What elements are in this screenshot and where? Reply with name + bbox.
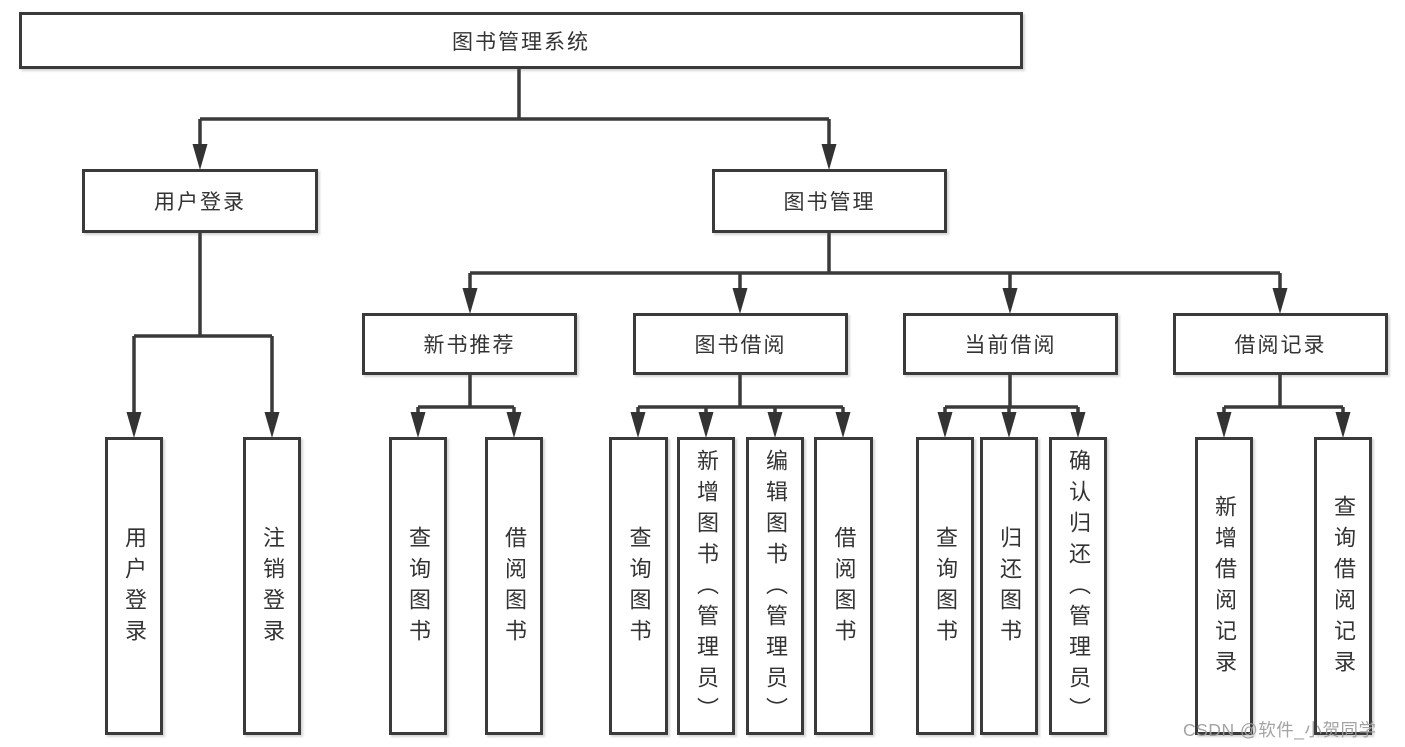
node-book-management: 图书管理 [712,169,947,233]
leaf-query-books-current: 查询图书 [916,437,974,735]
leaf-return-books: 归还图书 [980,437,1038,735]
leaf-query-borrow-record: 查询借阅记录 [1314,437,1372,735]
leaf-label: 查询图书 [406,526,431,650]
node-label: 借阅记录 [1234,334,1327,357]
node-new-book-recommend: 新书推荐 [362,313,577,375]
leaf-label: 新增借阅记录 [1212,495,1237,681]
node-label: 图书管理 [783,191,876,214]
leaf-borrow-books-recommend: 借阅图书 [485,437,543,735]
leaf-label: 注销登录 [260,526,285,650]
node-book-borrowing: 图书借阅 [633,313,848,375]
leaf-label: 查询借阅记录 [1331,495,1356,681]
node-label: 新书推荐 [423,334,516,357]
node-label: 图书借阅 [694,334,787,357]
root-node-library-system: 图书管理系统 [19,12,1023,69]
csdn-watermark: CSDN @软件_小贺同学 [1183,720,1377,740]
leaf-label: 借阅图书 [502,526,527,650]
leaf-label: 新增图书（管理员） [694,448,719,728]
leaf-label: 借阅图书 [831,526,857,650]
leaf-add-borrow-record: 新增借阅记录 [1195,437,1253,735]
node-user-login: 用户登录 [82,169,318,233]
leaf-query-books-recommend: 查询图书 [389,437,447,735]
leaf-user-login: 用户登录 [105,437,163,735]
node-current-borrowing: 当前借阅 [903,313,1118,375]
node-label: 当前借阅 [964,334,1057,357]
node-borrowing-records: 借阅记录 [1173,313,1388,375]
leaf-label: 查询图书 [933,526,958,650]
leaf-label: 编辑图书（管理员） [763,448,788,728]
leaf-label: 确认归还（管理员） [1066,448,1091,728]
root-node-label: 图书管理系统 [452,30,590,54]
leaf-label: 查询图书 [626,526,652,650]
leaf-label: 用户登录 [122,526,147,650]
leaf-borrow-books: 借阅图书 [814,437,873,735]
leaf-edit-books-admin: 编辑图书（管理员） [746,437,804,735]
node-label: 用户登录 [154,191,246,214]
leaf-confirm-return-admin: 确认归还（管理员） [1049,437,1107,735]
arrowhead-icons [126,144,1351,438]
leaf-add-books-admin: 新增图书（管理员） [677,437,735,735]
leaf-query-books-borrow: 查询图书 [609,437,668,735]
leaf-label: 归还图书 [997,526,1022,650]
leaf-logout: 注销登录 [243,437,301,735]
